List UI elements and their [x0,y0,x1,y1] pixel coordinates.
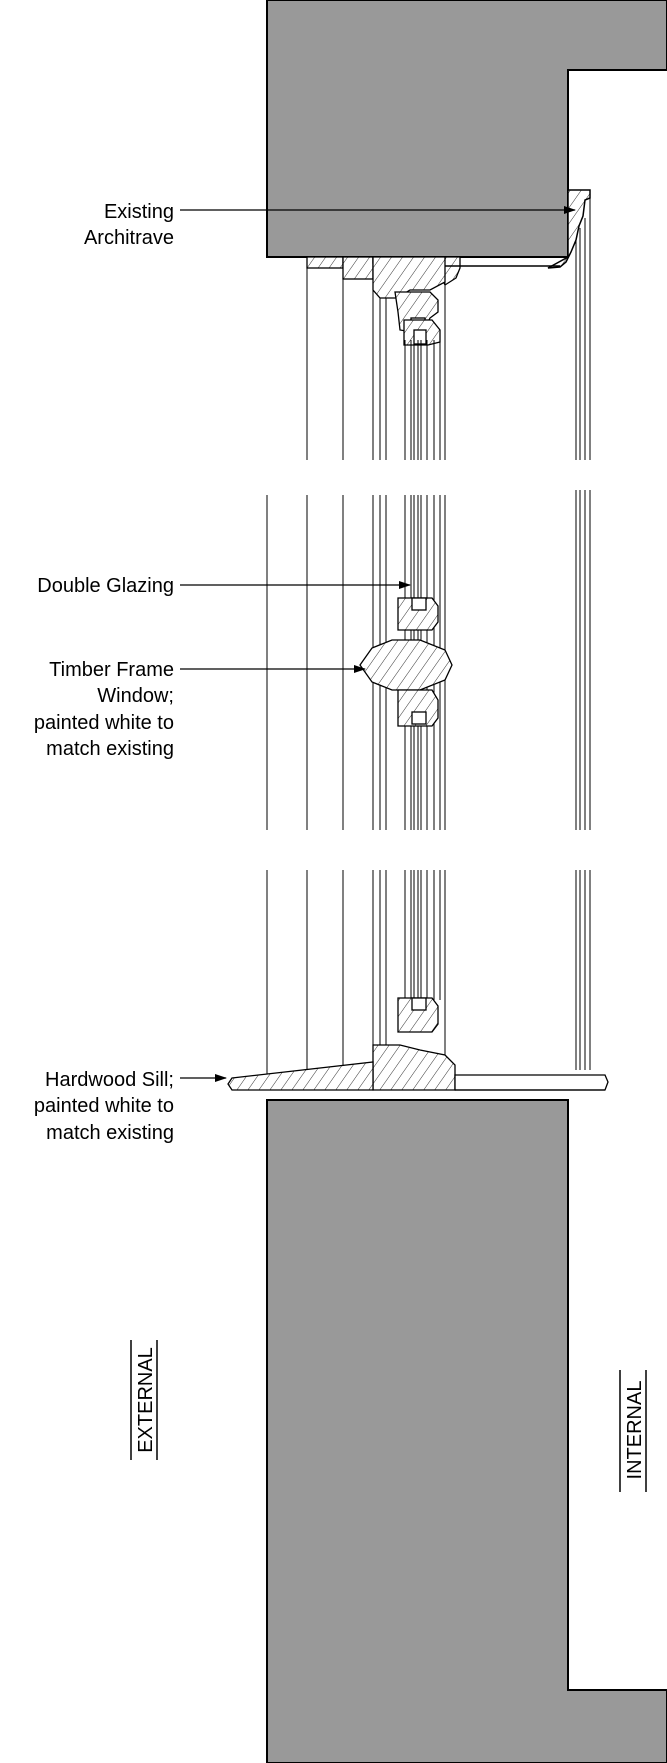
bottom-rail-and-sill [227,997,609,1091]
upper-masonry [266,0,667,258]
leader-lines [180,206,576,1082]
label-timber-frame-line-2: Window; [97,685,174,707]
label-double-glazing: Double Glazing [37,575,174,597]
label-timber-frame-line-4: match existing [46,738,174,760]
label-sill-line-2: painted white to [34,1095,174,1117]
label-architrave-line-2: Architrave [84,227,174,249]
label-sill-line-3: match existing [46,1122,174,1144]
lower-masonry [266,1099,667,1763]
external-text: EXTERNAL [135,1347,157,1453]
label-timber-frame: Timber Frame Window; painted white to ma… [34,659,174,760]
internal-label: INTERNAL [624,1381,646,1480]
frame-lines-upper [306,268,446,460]
head-frame [306,256,560,346]
frame-lines-lower [266,870,446,1075]
label-sill: Hardwood Sill; painted white to match ex… [34,1069,174,1144]
label-architrave: Existing Architrave [84,201,174,249]
label-architrave-line-1: Existing [104,201,174,223]
meeting-rail [359,597,453,727]
internal-text: INTERNAL [624,1381,646,1480]
external-label: EXTERNAL [135,1347,157,1453]
label-timber-frame-line-1: Timber Frame [49,659,174,681]
architrave-lines [575,198,591,1070]
label-timber-frame-line-3: painted white to [34,712,174,734]
label-double-glazing-line-1: Double Glazing [37,575,174,597]
label-sill-line-1: Hardwood Sill; [45,1069,174,1091]
